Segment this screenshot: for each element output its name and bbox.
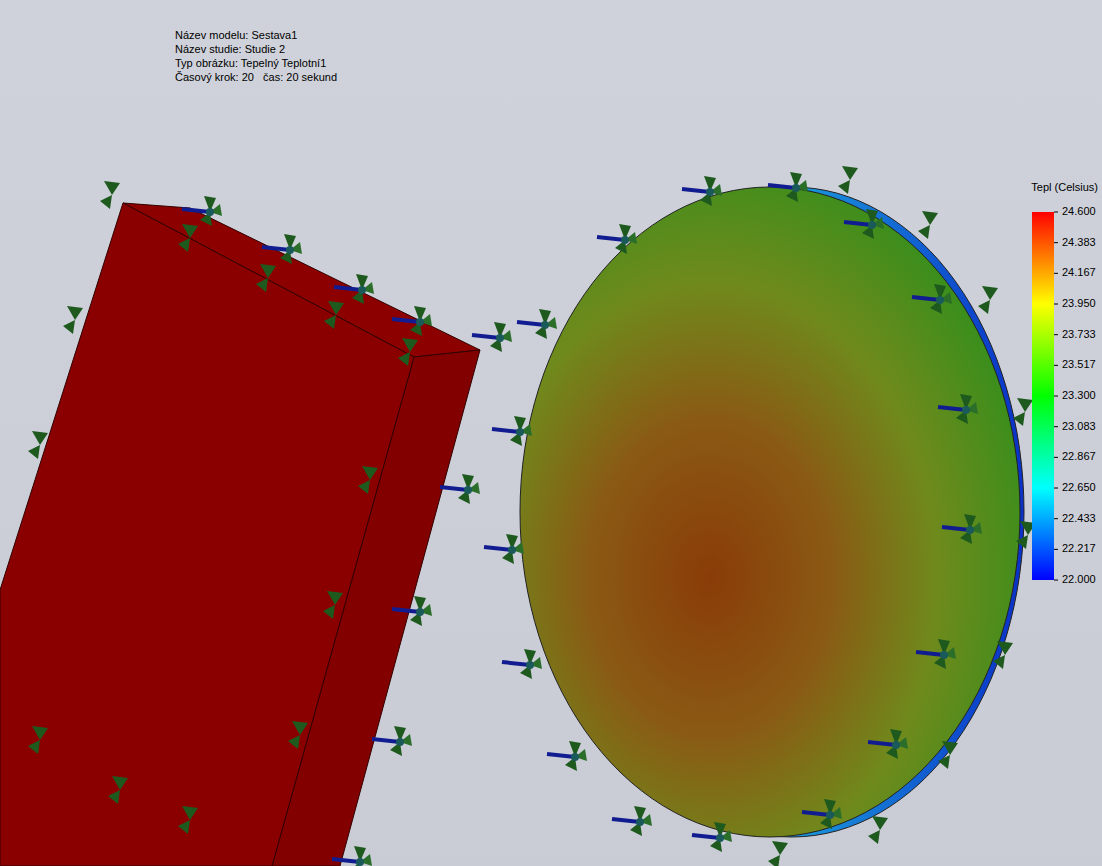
tick-mark — [1054, 580, 1058, 581]
scale-value: 22.217 — [1062, 542, 1096, 555]
tick-mark — [1054, 488, 1058, 489]
scale-value: 23.083 — [1062, 420, 1096, 433]
tick-mark — [1054, 396, 1058, 397]
color-bar-segment — [1032, 289, 1054, 320]
scale-value: 24.167 — [1062, 266, 1096, 279]
scale-value: 23.300 — [1062, 389, 1096, 402]
tick-mark — [1054, 365, 1058, 366]
scale-value: 22.650 — [1062, 481, 1096, 494]
legend-title: Tepl (Celsius) — [1031, 181, 1098, 194]
tick-mark — [1054, 426, 1058, 427]
color-bar-segment — [1032, 411, 1054, 442]
scale-value: 23.950 — [1062, 297, 1096, 310]
header-text: Časový krok: 20 čas: 20 sekund — [175, 71, 337, 84]
disk-part — [520, 187, 1024, 837]
boundary-symbols — [28, 166, 1036, 866]
color-bar-segment — [1032, 227, 1054, 258]
color-bar-segment — [1032, 258, 1054, 289]
color-bar-segment — [1032, 212, 1054, 227]
color-bar-segment — [1032, 534, 1054, 565]
color-bar-segment — [1032, 319, 1054, 350]
tick-mark — [1054, 242, 1058, 243]
header-text: Název modelu: Sestava1 — [175, 29, 297, 42]
tick-mark — [1054, 457, 1058, 458]
tick-mark — [1054, 549, 1058, 550]
scale-value: 23.517 — [1062, 358, 1096, 371]
color-bar-segment — [1032, 565, 1054, 580]
color-bar-segment — [1032, 381, 1054, 412]
tick-mark — [1054, 304, 1058, 305]
tick-mark — [1054, 212, 1058, 213]
tick-mark — [1054, 334, 1058, 335]
scale-value: 24.600 — [1062, 205, 1096, 218]
scale-value: 24.383 — [1062, 236, 1096, 249]
header-text: Název studie: Studie 2 — [175, 43, 285, 56]
header-text: Typ obrázku: Tepelný Teplotní1 — [175, 57, 326, 70]
tick-mark — [1054, 273, 1058, 274]
color-bar-segment — [1032, 503, 1054, 534]
block-part — [0, 203, 480, 866]
color-bar-segment — [1032, 473, 1054, 504]
scale-value: 23.733 — [1062, 328, 1096, 341]
scale-value: 22.867 — [1062, 450, 1096, 463]
scale-value: 22.433 — [1062, 512, 1096, 525]
tick-mark — [1054, 518, 1058, 519]
color-bar-segment — [1032, 350, 1054, 381]
color-bar-segment — [1032, 442, 1054, 473]
scale-value: 22.000 — [1062, 573, 1096, 586]
